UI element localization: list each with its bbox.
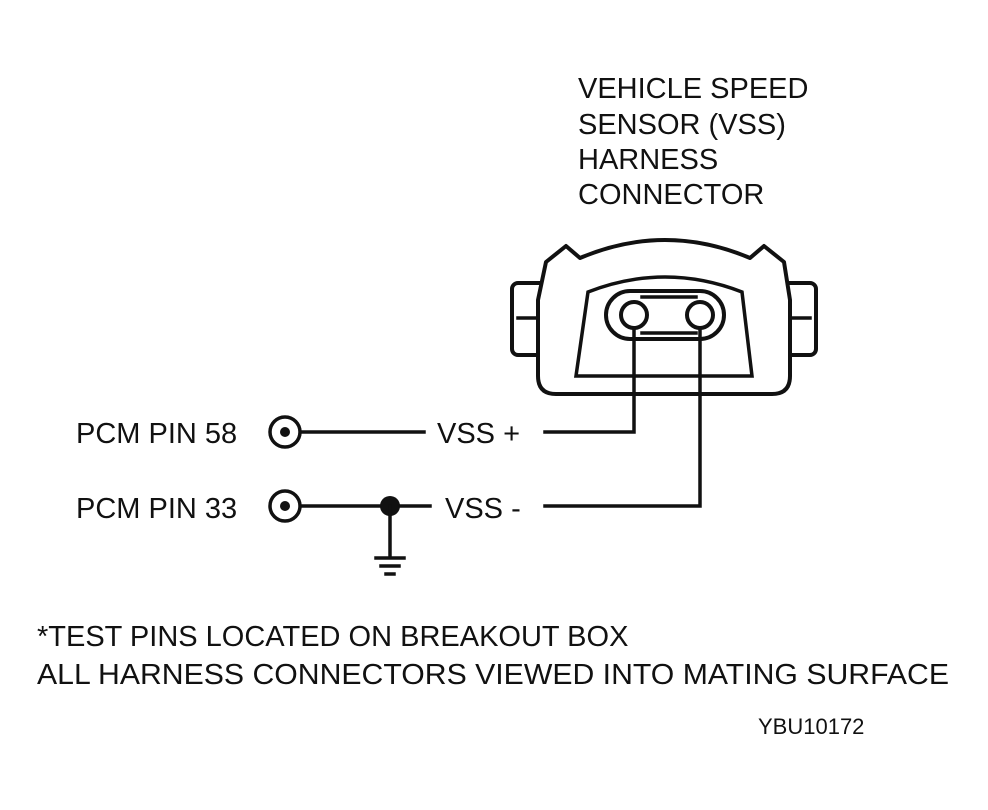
vss-harness-connector xyxy=(510,238,818,396)
wiring xyxy=(298,326,702,558)
connector-inner-recess xyxy=(573,275,754,378)
test-pin-33-icon xyxy=(268,489,302,523)
vss-plus-wire-to-connector xyxy=(543,326,636,434)
connector-title-line-3: HARNESS xyxy=(578,144,718,176)
pcm-pin-58-label: PCM PIN 58 xyxy=(76,418,237,450)
ground-icon xyxy=(374,556,406,576)
vss-plus-label: VSS + xyxy=(437,418,520,450)
connector-title-line-1: VEHICLE SPEED xyxy=(578,73,808,105)
connector-title-line-2: SENSOR (VSS) xyxy=(578,109,786,141)
connector-title-line-4: CONNECTOR xyxy=(578,179,764,211)
figure-code: YBU10172 xyxy=(758,714,864,739)
test-pin-58-icon xyxy=(268,415,302,449)
vss-minus-label: VSS - xyxy=(445,493,521,525)
vss-minus-terminal xyxy=(685,300,715,330)
note-test-pins: *TEST PINS LOCATED ON BREAKOUT BOX xyxy=(37,621,628,653)
connector-title: VEHICLE SPEED SENSOR (VSS) HARNESS CONNE… xyxy=(578,73,808,211)
note-mating-surface: ALL HARNESS CONNECTORS VIEWED INTO MATIN… xyxy=(37,659,949,691)
pcm-pin-33-label: PCM PIN 33 xyxy=(76,493,237,525)
vss-minus-wire-to-connector xyxy=(543,326,702,508)
vss-plus-terminal xyxy=(619,300,649,330)
